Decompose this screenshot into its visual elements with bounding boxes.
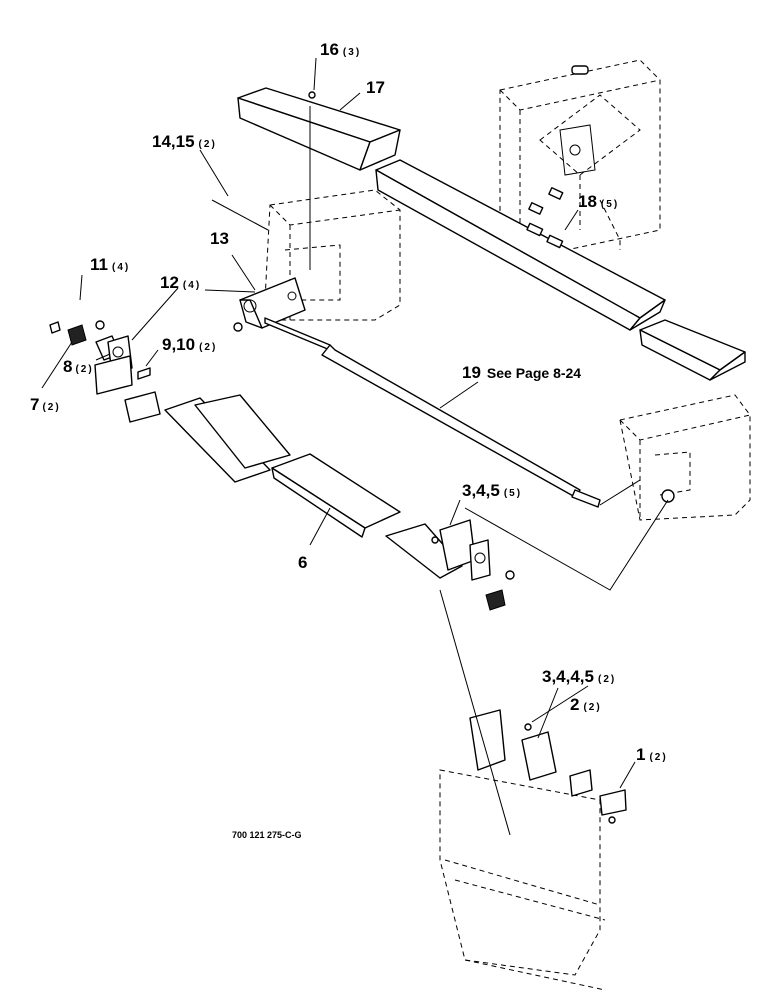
bracket-13 (233, 277, 306, 332)
callout-18: 18(5) (578, 192, 619, 211)
callout-2: 2(2) (570, 695, 602, 714)
guard-section-left (164, 394, 291, 483)
callout-6: 6 (298, 553, 307, 572)
frame-tube-top-right (499, 59, 661, 261)
callout-1: 1(2) (636, 745, 668, 764)
callout-3-4-4-5-b: 3,4,4,5(2) (542, 667, 616, 686)
callout-13: 13 (210, 229, 229, 248)
callout-8: 8(2) (63, 357, 94, 376)
channel-rail-top (375, 159, 746, 381)
leader-lines (41, 57, 669, 836)
callout-16: 16(3) (320, 40, 361, 59)
lower-guard-assembly (439, 709, 627, 991)
callout-labels: 16(3) 17 14,15(2) 18(5) 13 11(4) 12(4) 9… (30, 40, 668, 840)
bearing-assembly-right (385, 519, 515, 611)
callout-7: 7(2) (30, 395, 61, 414)
shaft-19 (264, 317, 601, 508)
callout-11: 11(4) (90, 255, 130, 274)
guard-section-6 (271, 453, 401, 538)
callout-9-10: 9,10(2) (162, 335, 217, 354)
callout-14-15: 14,15(2) (152, 132, 217, 151)
frame-tube-right (619, 394, 751, 521)
callout-17: 17 (366, 78, 385, 97)
cover-17 (237, 87, 401, 171)
bearing-assembly-left (49, 320, 161, 423)
callout-12: 12(4) (160, 273, 201, 292)
callout-3-4-5-a: 3,4,5(5) (462, 481, 522, 500)
drawing-code: 700 121 275-C-G (232, 830, 302, 840)
